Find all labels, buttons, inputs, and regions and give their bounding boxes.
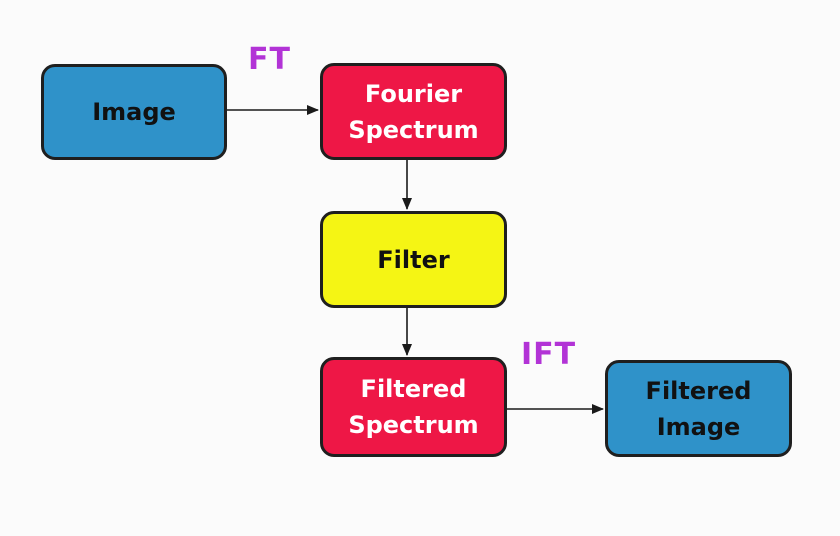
ft-edge-label: FT <box>248 42 291 77</box>
ift-edge-label: IFT <box>521 337 577 372</box>
filtered-spectrum-node: Filtered Spectrum <box>320 357 507 457</box>
filtered-image-node: Filtered Image <box>605 360 792 457</box>
image-node: Image <box>41 64 227 160</box>
fourier-spectrum-node: Fourier Spectrum <box>320 63 507 160</box>
filter-node: Filter <box>320 211 507 308</box>
